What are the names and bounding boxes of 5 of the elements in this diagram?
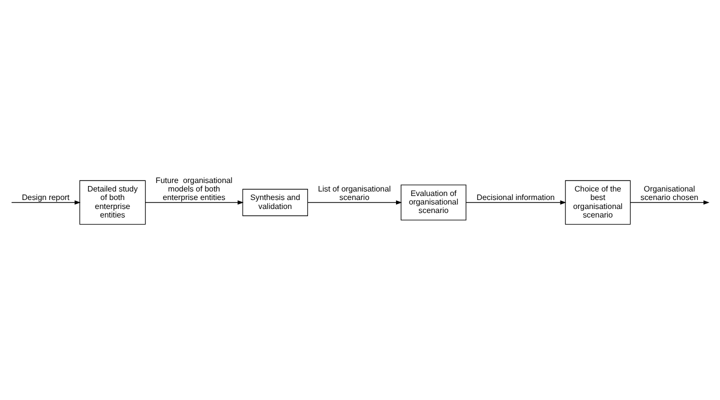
arrow <box>466 200 566 204</box>
arrow <box>308 200 402 204</box>
arrow <box>11 200 81 204</box>
arrow <box>630 200 710 204</box>
arrow <box>145 200 244 204</box>
